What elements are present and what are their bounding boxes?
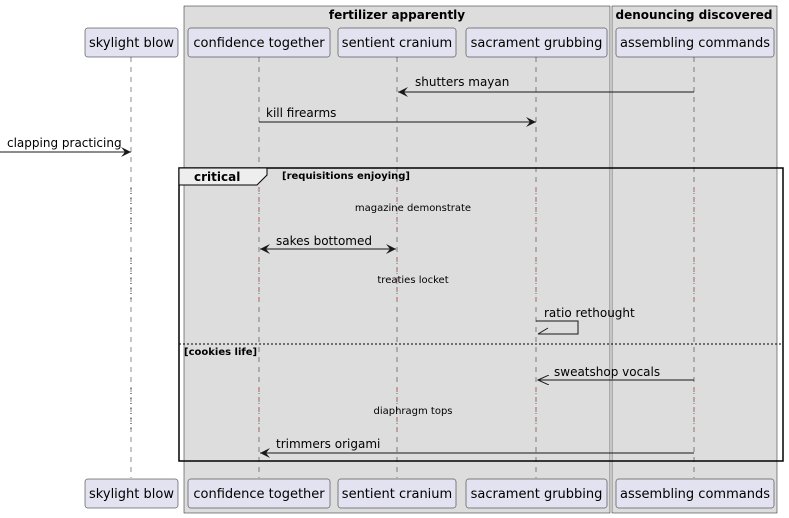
participant-label: sentient cranium: [342, 36, 452, 51]
message-label: sakes bottomed: [276, 234, 372, 248]
message-label: trimmers origami: [276, 437, 380, 451]
participant-label: sacrament grubbing: [471, 487, 603, 502]
participant-label: skylight blow: [89, 36, 174, 51]
message-label: kill firearms: [266, 106, 336, 120]
message-shutters-mayan: shutters mayan: [398, 75, 694, 97]
box-title-fertilizer: fertilizer apparently: [329, 8, 465, 22]
delay-note-diaphragm: diaphragm tops: [373, 406, 452, 417]
critical-fragment: critical [requisitions enjoying] [cookie…: [178, 167, 784, 462]
box-title-denouncing: denouncing discovered: [616, 8, 773, 22]
lifelines: [130, 57, 695, 478]
message-label: ratio rethought: [544, 306, 635, 320]
participant-assembling-bottom[interactable]: assembling commands: [615, 478, 775, 509]
fragment-condition-2: [cookies life]: [184, 347, 257, 358]
fragment-type: critical: [194, 170, 240, 184]
participant-label: skylight blow: [89, 487, 174, 502]
message-clapping-practicing: clapping practicing: [0, 136, 131, 157]
message-label: clapping practicing: [7, 136, 122, 150]
participant-sentient-bottom[interactable]: sentient cranium: [337, 478, 457, 509]
participants-top: skylight blow confidence together sentie…: [84, 27, 775, 58]
message-label: sweatshop vocals: [554, 365, 660, 379]
participant-skylight-bottom[interactable]: skylight blow: [84, 478, 179, 509]
message-label: shutters mayan: [415, 75, 509, 89]
participant-confidence-bottom[interactable]: confidence together: [187, 478, 331, 509]
box-denouncing-discovered: denouncing discovered: [611, 5, 778, 514]
participant-label: confidence together: [193, 36, 325, 51]
participant-label: confidence together: [193, 487, 325, 502]
participant-label: sentient cranium: [342, 487, 452, 502]
participant-label: assembling commands: [620, 487, 770, 502]
participant-skylight-top[interactable]: skylight blow: [84, 27, 179, 58]
participant-sacrament-top[interactable]: sacrament grubbing: [465, 27, 608, 58]
participant-label: sacrament grubbing: [471, 36, 603, 51]
message-ratio-rethought: ratio rethought: [536, 306, 635, 335]
fragment-condition-1: [requisitions enjoying]: [282, 171, 410, 182]
participants-bottom: skylight blow confidence together sentie…: [84, 478, 775, 509]
participant-confidence-top[interactable]: confidence together: [187, 27, 331, 58]
participant-assembling-top[interactable]: assembling commands: [615, 27, 775, 58]
participant-sentient-top[interactable]: sentient cranium: [337, 27, 457, 58]
message-sakes-bottomed: sakes bottomed: [260, 234, 396, 254]
participant-sacrament-bottom[interactable]: sacrament grubbing: [465, 478, 608, 509]
participant-label: assembling commands: [620, 36, 770, 51]
message-kill-firearms: kill firearms: [259, 106, 536, 127]
delay-note-magazine: magazine demonstrate: [355, 203, 471, 214]
delay-note-treaties: treaties locket: [377, 275, 448, 286]
delay-segments: [130, 188, 695, 430]
message-sweatshop-vocals: sweatshop vocals: [538, 365, 694, 380]
message-trimmers-origami: trimmers origami: [260, 437, 694, 458]
